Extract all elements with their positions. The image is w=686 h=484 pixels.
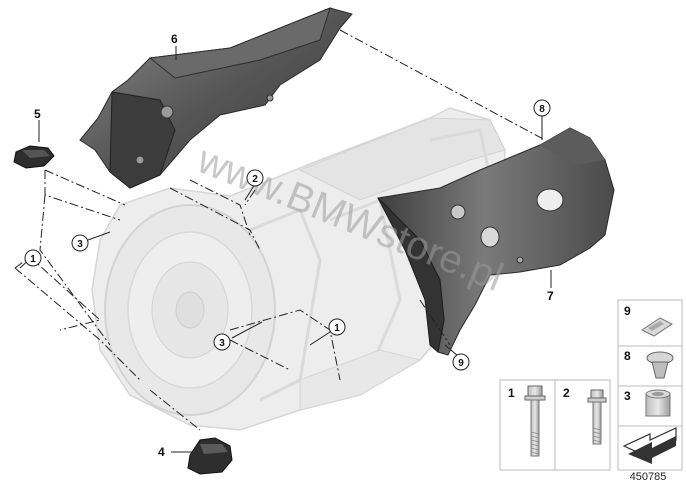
- rubber-mount-5: [13, 145, 55, 169]
- callout-circle-3a: 3: [71, 234, 89, 252]
- bolt-1-icon: [524, 385, 546, 457]
- legend-label-9: 9: [624, 304, 631, 318]
- arrow-icon: [622, 427, 677, 464]
- rubber-mount-4: [187, 437, 233, 475]
- callout-7: 7: [547, 289, 554, 303]
- callout-circle-8: 8: [533, 99, 551, 117]
- callout-4: 4: [158, 445, 165, 459]
- assembly-lines: [14, 29, 546, 431]
- legend-label-1: 1: [508, 386, 515, 400]
- callout-circle-3b: 3: [213, 333, 231, 351]
- legend-label-3: 3: [624, 389, 631, 403]
- legend-clips-panel: 9 8 3: [617, 299, 683, 471]
- svg-text:1: 1: [30, 254, 36, 265]
- svg-text:1: 1: [334, 323, 340, 334]
- callout-6: 6: [171, 32, 178, 46]
- clip-9-icon: [641, 317, 673, 337]
- bolt-2-icon: [587, 389, 607, 445]
- diagram-number: 450785: [630, 471, 667, 483]
- callout-circle-2: 2: [246, 169, 264, 187]
- svg-text:8: 8: [539, 104, 545, 115]
- svg-text:3: 3: [219, 338, 225, 349]
- transmission-housing: [91, 107, 506, 431]
- callout-circle-9: 9: [452, 353, 470, 371]
- callout-circle-1a: 1: [24, 249, 42, 267]
- heat-shield-lower: [376, 127, 615, 356]
- callout-5: 5: [34, 107, 41, 121]
- sleeve-3-icon: [645, 389, 671, 417]
- legend-label-8: 8: [624, 349, 631, 363]
- clip-8-icon: [646, 351, 674, 379]
- svg-text:2: 2: [252, 174, 258, 185]
- legend-label-2: 2: [563, 386, 570, 400]
- heat-shield-upper: [79, 7, 353, 189]
- callout-circle-1b: 1: [328, 318, 346, 336]
- legend-bolts-panel: 1 2: [499, 379, 611, 471]
- svg-text:3: 3: [77, 239, 83, 250]
- svg-text:9: 9: [458, 358, 464, 369]
